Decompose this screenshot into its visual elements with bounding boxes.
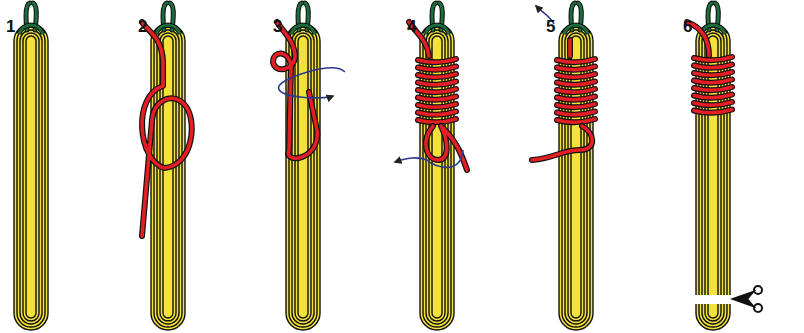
callout-number: 1 <box>6 18 15 35</box>
coil <box>151 24 185 330</box>
cord <box>694 80 732 83</box>
cord-outline <box>418 74 456 77</box>
cord <box>557 74 595 77</box>
cord <box>557 82 595 85</box>
cord-outline <box>557 67 595 70</box>
cord-outline <box>418 97 456 100</box>
cord <box>557 89 595 92</box>
cord <box>418 89 456 92</box>
cord <box>694 110 732 113</box>
cord-outline <box>557 112 595 115</box>
hanger-outline <box>291 25 315 34</box>
cord-outline <box>694 102 732 105</box>
coil-strand <box>708 36 718 318</box>
cord-outline <box>694 65 732 68</box>
hanger-outline <box>425 25 449 34</box>
cord <box>532 126 592 160</box>
coil-strand <box>151 24 185 330</box>
cord <box>418 119 456 122</box>
cord <box>557 97 595 100</box>
cord-outline <box>557 74 595 77</box>
hanger-outline <box>564 25 588 34</box>
cord <box>557 104 595 107</box>
pull-arrow <box>395 150 463 167</box>
callout-number: 3 <box>273 18 282 35</box>
cord-outline <box>557 104 595 107</box>
cord-outline <box>557 119 595 122</box>
cord-outline <box>418 59 456 62</box>
cord <box>418 97 456 100</box>
hanger-outline <box>19 25 43 34</box>
hanger-wrap <box>564 25 588 34</box>
cord-outline <box>418 67 456 70</box>
cord <box>418 67 456 70</box>
cord <box>418 82 456 85</box>
cord <box>557 59 595 62</box>
cord-outline <box>557 82 595 85</box>
cord-outline <box>567 40 573 56</box>
cord <box>557 67 595 70</box>
cord-outline <box>694 95 732 98</box>
cord <box>418 74 456 77</box>
cord <box>694 102 732 105</box>
hanger-wrap <box>156 25 180 34</box>
cord-outline <box>557 97 595 100</box>
cord <box>418 104 456 107</box>
cord-outline <box>418 82 456 85</box>
cord <box>568 40 572 56</box>
callout-number: 2 <box>138 18 147 35</box>
cord <box>418 59 456 62</box>
cord <box>557 112 595 115</box>
coil-strand <box>298 36 308 318</box>
cord-outline <box>557 59 595 62</box>
callout-number: 5 <box>546 18 555 35</box>
hanger-outline <box>156 25 180 34</box>
coil <box>14 24 48 330</box>
pull-arrow <box>279 68 345 98</box>
callout-number: 4 <box>407 18 416 35</box>
cord <box>142 22 192 236</box>
cord-outline <box>694 87 732 90</box>
hanger-wrap <box>291 25 315 34</box>
cord <box>694 72 732 75</box>
coil-strand <box>20 30 42 324</box>
cord <box>694 65 732 68</box>
cord-outline <box>694 80 732 83</box>
cord-outline <box>418 89 456 92</box>
hanger-wrap <box>19 25 43 34</box>
coil-strand <box>14 24 48 330</box>
coil-strand <box>26 36 36 318</box>
cord-outline <box>694 110 732 113</box>
cord <box>694 95 732 98</box>
cord-outline <box>557 89 595 92</box>
cord-outline <box>142 22 192 236</box>
cord-outline <box>532 126 592 160</box>
coil-strand <box>17 27 45 327</box>
cord-outline <box>694 72 732 75</box>
cord <box>418 112 456 115</box>
cord-outline <box>418 104 456 107</box>
hanger-wrap <box>425 25 449 34</box>
callout-number: 6 <box>683 18 692 35</box>
coil-strand <box>295 33 311 321</box>
scissors <box>733 286 762 312</box>
coil-strand <box>23 33 39 321</box>
cord-outline <box>418 119 456 122</box>
cord-outline <box>694 57 732 60</box>
cord <box>694 57 732 60</box>
cord <box>694 87 732 90</box>
cord-outline <box>418 112 456 115</box>
cord <box>557 119 595 122</box>
coil-strand <box>154 27 182 327</box>
